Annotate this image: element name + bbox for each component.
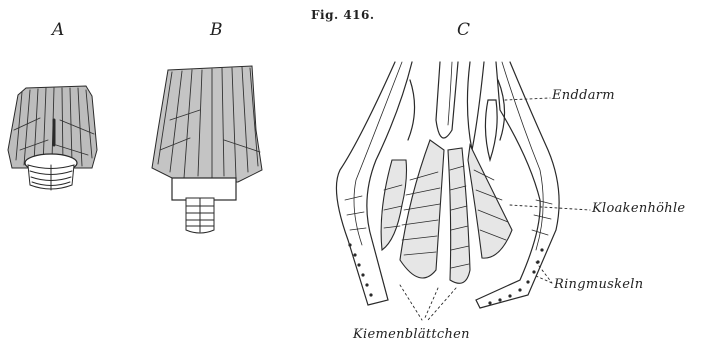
panel-b-drawing [152,66,262,233]
panel-a-drawing [8,86,97,190]
panel-c-drawing [336,62,590,320]
